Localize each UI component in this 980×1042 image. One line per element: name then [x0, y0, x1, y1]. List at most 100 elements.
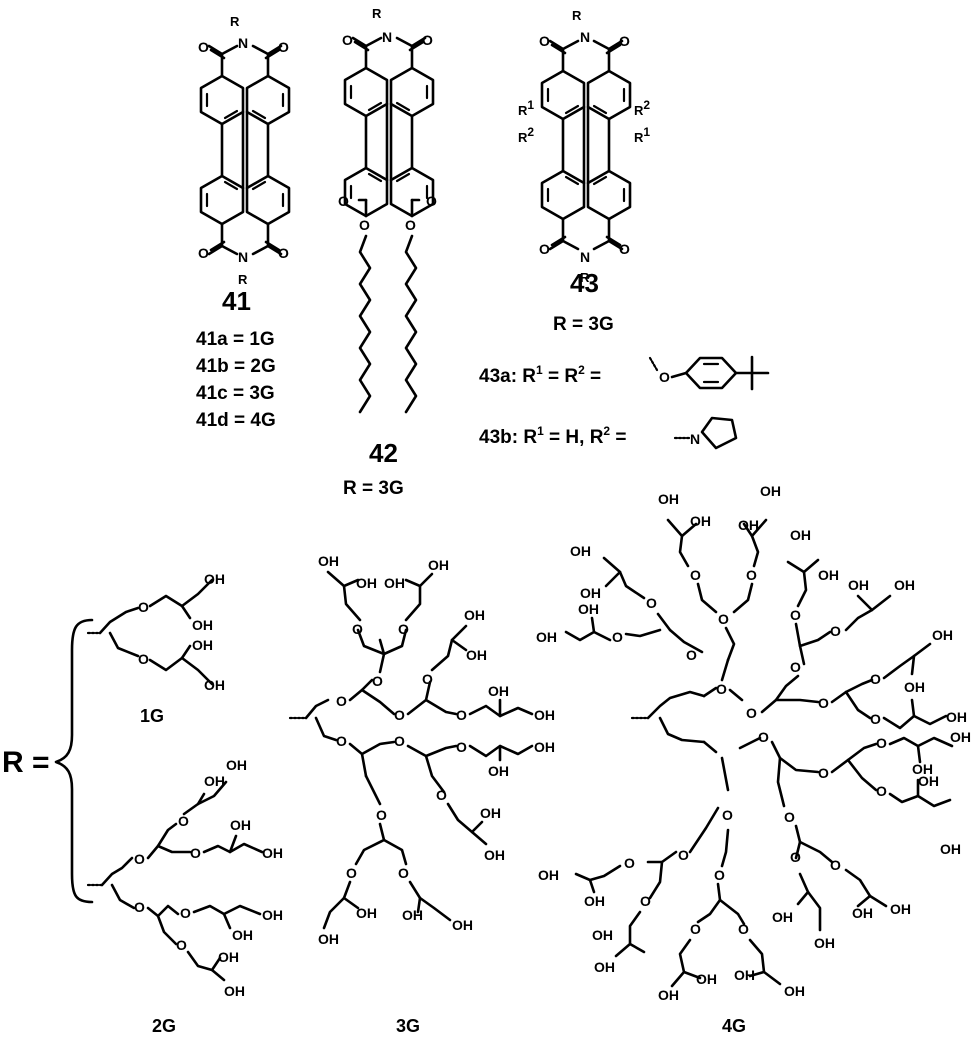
tert-butylphenoxy-group: O [648, 355, 770, 391]
svg-text:OH: OH [570, 543, 591, 559]
svg-text:O: O [722, 807, 733, 823]
svg-text:OH: OH [464, 607, 485, 623]
svg-text:O: O [436, 787, 447, 803]
svg-text:OH: OH [584, 893, 605, 909]
svg-text:O: O [352, 621, 363, 637]
dendron-3g-label: 3G [396, 1016, 420, 1036]
svg-text:O: O [198, 39, 209, 55]
svg-text:O: O [426, 193, 437, 209]
svg-text:OH: OH [538, 867, 559, 883]
svg-text:OH: OH [384, 575, 405, 591]
bay-r2-upper-right: R2 [634, 98, 650, 118]
svg-text:OH: OH [402, 907, 423, 923]
svg-text:OH: OH [848, 577, 869, 593]
svg-text:OH: OH [226, 757, 247, 773]
svg-text:O: O [714, 867, 725, 883]
svg-text:R: R [572, 8, 582, 23]
svg-text:OH: OH [760, 483, 781, 499]
svg-text:R: R [238, 272, 248, 287]
svg-text:OH: OH [488, 683, 509, 699]
svg-text:O: O [190, 845, 201, 861]
svg-text:N: N [580, 29, 590, 45]
svg-text:OH: OH [428, 557, 449, 573]
curly-bracket [54, 618, 94, 904]
dendron-1g-structure: O OH OH O OH OH [86, 571, 225, 693]
svg-text:OH: OH [592, 927, 613, 943]
svg-text:OH: OH [918, 773, 939, 789]
svg-text:O: O [398, 865, 409, 881]
svg-text:O: O [690, 567, 701, 583]
svg-text:O: O [539, 241, 550, 257]
svg-text:OH: OH [894, 577, 915, 593]
svg-text:OH: OH [318, 553, 339, 569]
svg-text:OH: OH [738, 517, 759, 533]
svg-text:OH: OH [480, 805, 501, 821]
svg-text:O: O [405, 217, 416, 233]
svg-text:N: N [580, 249, 590, 265]
svg-text:OH: OH [932, 627, 953, 643]
svg-text:N: N [238, 35, 248, 51]
svg-text:OH: OH [580, 585, 601, 601]
dendron-2g-label: 2G [152, 1016, 176, 1036]
svg-text:O: O [646, 595, 657, 611]
svg-text:O: O [738, 921, 749, 937]
svg-text:O: O [718, 611, 729, 627]
svg-text:R: R [372, 6, 382, 21]
svg-text:O: O [624, 855, 635, 871]
variant-41d: 41d = 4G [196, 410, 276, 431]
svg-text:O: O [176, 937, 187, 953]
svg-text:OH: OH [578, 601, 599, 617]
svg-text:O: O [870, 711, 881, 727]
svg-text:OH: OH [690, 513, 711, 529]
svg-text:O: O [376, 807, 387, 823]
variant-41a: 41a = 1G [196, 329, 275, 350]
svg-text:OH: OH [224, 983, 245, 999]
svg-text:O: O [278, 245, 289, 261]
svg-text:R: R [580, 270, 590, 285]
svg-text:OH: OH [790, 527, 811, 543]
bay-r2-lower-left: R2 [518, 125, 534, 145]
svg-text:O: O [539, 33, 550, 49]
compound-42-label: 42 [369, 438, 398, 468]
svg-text:OH: OH [204, 571, 225, 587]
bay-r1-upper-left: R1 [518, 98, 534, 118]
svg-text:OH: OH [594, 959, 615, 975]
compound-42-r-definition: R = 3G [343, 478, 404, 499]
svg-text:OH: OH [946, 709, 967, 725]
svg-text:O: O [338, 193, 349, 209]
compound-42-structure: R N O O O O O O [338, 6, 437, 414]
svg-text:O: O [456, 707, 467, 723]
svg-text:OH: OH [192, 637, 213, 653]
svg-text:O: O [619, 33, 630, 49]
svg-text:OH: OH [192, 617, 213, 633]
svg-text:N: N [238, 249, 248, 265]
svg-text:OH: OH [890, 901, 911, 917]
svg-text:OH: OH [318, 931, 339, 947]
svg-text:O: O [818, 765, 829, 781]
svg-text:O: O [818, 695, 829, 711]
svg-text:O: O [790, 659, 801, 675]
compound-43a-definition: 43a: R1 = R2 = [479, 363, 601, 387]
svg-text:O: O [686, 647, 697, 663]
svg-text:OH: OH [950, 729, 971, 745]
svg-text:O: O [716, 681, 727, 697]
svg-text:O: O [619, 241, 630, 257]
dendron-1g-label: 1G [140, 706, 164, 726]
svg-text:O: O [790, 849, 801, 865]
svg-text:O: O [398, 621, 409, 637]
svg-text:OH: OH [658, 491, 679, 507]
svg-text:O: O [784, 809, 795, 825]
svg-text:O: O [876, 735, 887, 751]
variant-41c: 41c = 3G [196, 383, 275, 404]
svg-text:OH: OH [204, 677, 225, 693]
svg-text:O: O [180, 905, 191, 921]
svg-text:OH: OH [356, 905, 377, 921]
svg-text:O: O [138, 651, 149, 667]
svg-text:OH: OH [232, 927, 253, 943]
svg-text:O: O [394, 733, 405, 749]
svg-text:O: O [198, 245, 209, 261]
svg-text:OH: OH [204, 773, 225, 789]
svg-text:O: O [134, 899, 145, 915]
svg-text:O: O [790, 607, 801, 623]
svg-text:OH: OH [230, 817, 251, 833]
